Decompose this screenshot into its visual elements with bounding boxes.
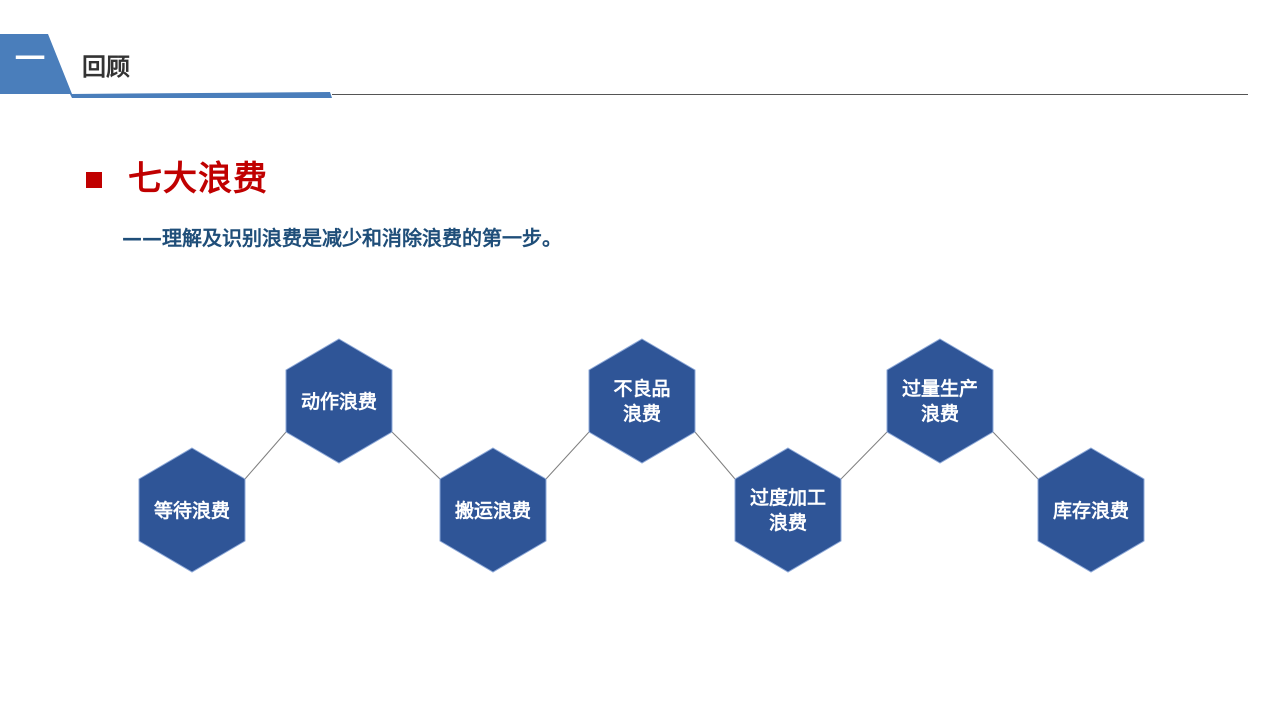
header-band xyxy=(0,34,340,98)
connector-line xyxy=(694,431,736,480)
hexagon-label-line: 过量生产 xyxy=(901,378,978,400)
header-divider xyxy=(332,94,1248,95)
hexagon-label-line: 浪费 xyxy=(920,403,959,425)
hexagon-label: 动作浪费 xyxy=(284,390,394,415)
hexagon-node xyxy=(734,447,842,573)
section-number: 一 xyxy=(15,42,45,77)
hexagon-label-line: 库存浪费 xyxy=(1052,499,1129,522)
hexagon-node xyxy=(886,338,994,464)
connector-line xyxy=(545,431,590,480)
hexagon-label: 过度加工浪费 xyxy=(733,486,843,536)
subtitle: ——理解及识别浪费是减少和消除浪费的第一步。 xyxy=(122,226,562,250)
hexagon-label-line: 过度加工 xyxy=(749,487,826,509)
hexagon-node xyxy=(439,447,547,573)
hexagon-label-line: 不良品 xyxy=(613,378,671,400)
hexagon-label-line: 等待浪费 xyxy=(153,499,230,522)
hexagon-label-line: 浪费 xyxy=(622,403,661,425)
hexagon-label: 库存浪费 xyxy=(1036,499,1146,524)
hexagon-label-line: 浪费 xyxy=(768,512,807,534)
hexagon-label: 不良品浪费 xyxy=(587,377,697,427)
hexagon-node xyxy=(285,338,393,464)
connector-line xyxy=(840,431,888,480)
hexagon-label: 搬运浪费 xyxy=(438,499,548,524)
hexagon-label: 等待浪费 xyxy=(137,499,247,524)
section-title: 回顾 xyxy=(82,53,130,81)
hexagon-node xyxy=(138,447,246,573)
hexagon-label: 过量生产浪费 xyxy=(885,377,995,427)
hexagon-label-line: 动作浪费 xyxy=(300,390,377,413)
connector-line xyxy=(391,431,441,480)
hexagon-node xyxy=(1037,447,1145,573)
hexagon-node xyxy=(588,338,696,464)
hexagon-label-line: 搬运浪费 xyxy=(454,499,531,522)
connector-line xyxy=(992,431,1039,480)
connector-line xyxy=(244,431,287,480)
main-heading: 七大浪费 xyxy=(128,159,268,199)
bullet-square-icon xyxy=(86,172,102,188)
